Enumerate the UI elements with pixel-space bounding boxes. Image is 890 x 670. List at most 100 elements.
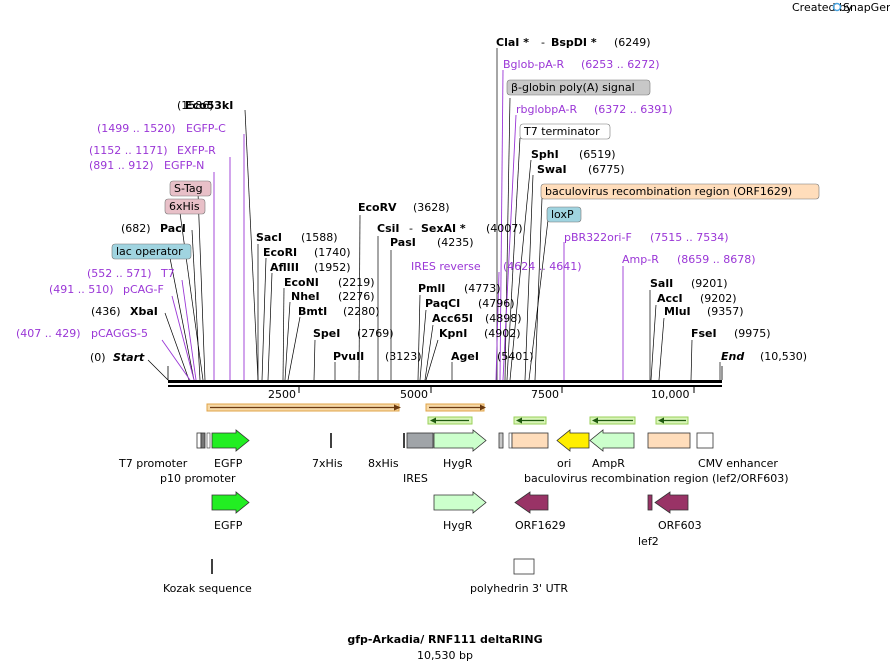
feature-small-gray[interactable] (498, 432, 504, 449)
primer-pbr322ori-f[interactable]: pBR322ori-F (7515 .. 7534) (564, 231, 729, 244)
hygr-arrow-icon (433, 491, 487, 514)
feature-t7-terminator[interactable]: T7 terminator (519, 123, 611, 140)
feature-hygr-2[interactable]: HygR (433, 491, 487, 532)
primer-range: (891 .. 912) (89, 159, 154, 172)
site-saci[interactable]: SacI (1588) (256, 231, 338, 244)
feature-egfp-1[interactable]: EGFP (206, 429, 250, 470)
primer-pcag-f[interactable]: (491 .. 510) pCAG-F (49, 283, 164, 296)
site-mlui[interactable]: MluI (9357) (664, 305, 744, 318)
feature-baculovirus-orf1629-box[interactable] (508, 432, 549, 449)
site-acci[interactable]: AccI (9202) (657, 292, 737, 305)
primer-egfp-n[interactable]: (891 .. 912) EGFP-N (89, 159, 204, 172)
feature-egfp-2[interactable]: EGFP (211, 491, 250, 532)
orf-arrow-forward-long[interactable] (206, 403, 401, 412)
feature-7xhis[interactable]: 7xHis (312, 433, 343, 470)
site-paqci[interactable]: PaqCI (4796) (425, 297, 515, 310)
site-name: PmlI (418, 282, 445, 295)
primer-name: pCAGGS-5 (91, 327, 148, 340)
site-csii-sexai[interactable]: CsiI - SexAI * (4007) (377, 222, 523, 235)
primer-range: (6253 .. 6272) (581, 58, 660, 71)
site-bmti[interactable]: BmtI (2280) (298, 305, 380, 318)
feature-orf603[interactable]: ORF603 (654, 491, 702, 532)
site-acc65i[interactable]: Acc65I (4898) (432, 312, 522, 325)
primer-pcaggs-5[interactable]: (407 .. 429) pCAGGS-5 (16, 327, 148, 340)
site-xbai[interactable]: (436) XbaI (91, 305, 158, 318)
feature-box (111, 243, 192, 260)
site-afliii[interactable]: AflIII (1952) (270, 261, 351, 274)
site-pos: (1952) (314, 261, 351, 274)
site-econi[interactable]: EcoNI (2219) (284, 276, 375, 289)
feature-ori[interactable]: ori (556, 429, 590, 470)
site-ecori[interactable]: EcoRI (1740) (263, 246, 351, 259)
feature-box (546, 206, 582, 223)
primer-name: Amp-R (622, 253, 659, 266)
site-nhei[interactable]: NheI (2276) (291, 290, 375, 303)
site-clai-bspdi[interactable]: ClaI * - BspDI * (6249) (496, 36, 651, 49)
site-connectors (147, 48, 721, 381)
site-end: End (10,530) (721, 350, 807, 363)
feature-ires[interactable]: IRES (403, 432, 434, 485)
site-paci[interactable]: (682) PacI (121, 222, 186, 235)
primer-name: pCAG-F (123, 283, 164, 296)
feature-kozak[interactable]: Kozak sequence (163, 559, 252, 595)
site-pos: (9201) (691, 277, 728, 290)
site-name: AflIII (270, 261, 299, 274)
site-pos: (2219) (338, 276, 375, 289)
orf-arrow-reverse-3[interactable] (589, 416, 636, 425)
primer-exfp-r[interactable]: (1152 .. 1171) EXFP-R (89, 144, 216, 157)
site-agei[interactable]: AgeI (5401) (451, 350, 534, 363)
site-sali[interactable]: SalI (9201) (650, 277, 728, 290)
primer-amp-r[interactable]: Amp-R (8659 .. 8678) (622, 253, 756, 266)
feature-s-tag[interactable]: S-Tag (169, 180, 212, 197)
orf-arrow-forward-short[interactable] (425, 403, 486, 412)
primer-name: T7 (160, 267, 175, 280)
site-kpni[interactable]: KpnI (4902) (439, 327, 521, 340)
feature-orf1629[interactable]: ORF1629 (514, 491, 566, 532)
site-sphi[interactable]: SphI (6519) (531, 148, 616, 161)
site-eco53ki[interactable]: (1586) Eco53kI (177, 99, 233, 112)
feature-p10-promoter[interactable]: p10 promoter (160, 432, 236, 485)
site-pos: (2280) (343, 305, 380, 318)
feature-t7-promoter[interactable]: T7 promoter (118, 432, 202, 470)
orf-arrow-reverse-2[interactable] (513, 416, 547, 425)
site-ecorv[interactable]: EcoRV (3628) (358, 201, 450, 214)
feature-shape (200, 432, 206, 449)
feature-loxp[interactable]: loxP (546, 206, 582, 223)
orf-arrow-reverse-4[interactable] (655, 416, 689, 425)
site-pmli[interactable]: PmlI (4773) (418, 282, 501, 295)
primer-egfp-c[interactable]: (1499 .. 1520) EGFP-C (97, 122, 226, 135)
feature-hygr-1[interactable]: HygR (433, 429, 487, 470)
feature-baculovirus-lef2-box[interactable] (647, 432, 691, 449)
feature-beta-globin-polya[interactable]: β-globin poly(A) signal (506, 79, 651, 96)
site-pasi[interactable]: PasI (4235) (390, 236, 474, 249)
primer-bglob-pa-r[interactable]: Bglob-pA-R (6253 .. 6272) (503, 58, 660, 71)
site-pos: (6775) (588, 163, 625, 176)
feature-label: HygR (443, 519, 473, 532)
feature-lef2[interactable]: lef2 (638, 494, 659, 548)
site-name: SacI (256, 231, 282, 244)
feature-baculovirus-orf1629[interactable]: baculovirus recombination region (ORF162… (540, 183, 820, 200)
primer-t7[interactable]: (552 .. 571) T7 (87, 267, 175, 280)
primer-ires-reverse[interactable]: IRES reverse (4624 .. 4641) (411, 260, 582, 273)
feature-8xhis[interactable]: 8xHis (368, 433, 405, 470)
feature-6xhis[interactable]: 6xHis (164, 198, 206, 215)
feature-shape (647, 494, 653, 511)
feature-label: EGFP (214, 457, 243, 470)
feature-cmv-enhancer[interactable]: CMV enhancer (696, 432, 778, 470)
feature-label: lef2 (638, 535, 659, 548)
ruler-tick-label: 10,000 (651, 388, 690, 401)
feature-lac-operator[interactable]: lac operator (111, 243, 192, 260)
site-spei[interactable]: SpeI (2769) (313, 327, 394, 340)
site-name: KpnI (439, 327, 467, 340)
feature-shape (513, 558, 535, 575)
site-swai[interactable]: SwaI (6775) (537, 163, 625, 176)
site-pvuii[interactable]: PvuII (3123) (333, 350, 422, 363)
site-name: Eco53kI (185, 99, 233, 112)
feature-ampr[interactable]: AmpR (589, 429, 635, 470)
orf-arrow-reverse-1[interactable] (427, 416, 473, 425)
feature-polyhedrin-utr[interactable]: polyhedrin 3' UTR (470, 558, 568, 595)
snapgene-logo-icon (832, 2, 842, 12)
site-fsei[interactable]: FseI (9975) (691, 327, 771, 340)
ampr-arrow-icon (589, 429, 635, 452)
primer-rbglobpa-r[interactable]: rbglobpA-R (6372 .. 6391) (516, 103, 673, 116)
